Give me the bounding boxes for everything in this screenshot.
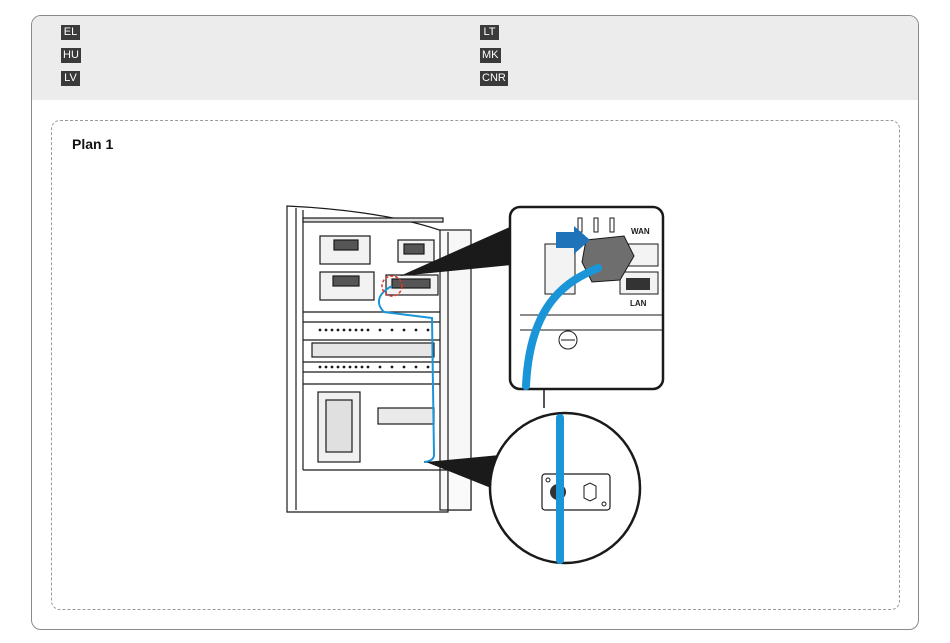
gland-detail-callout — [490, 413, 640, 563]
lan-port-label: LAN — [630, 299, 647, 308]
port-detail-callout: WAN LAN — [510, 207, 663, 389]
wan-port-label: WAN — [631, 227, 650, 236]
